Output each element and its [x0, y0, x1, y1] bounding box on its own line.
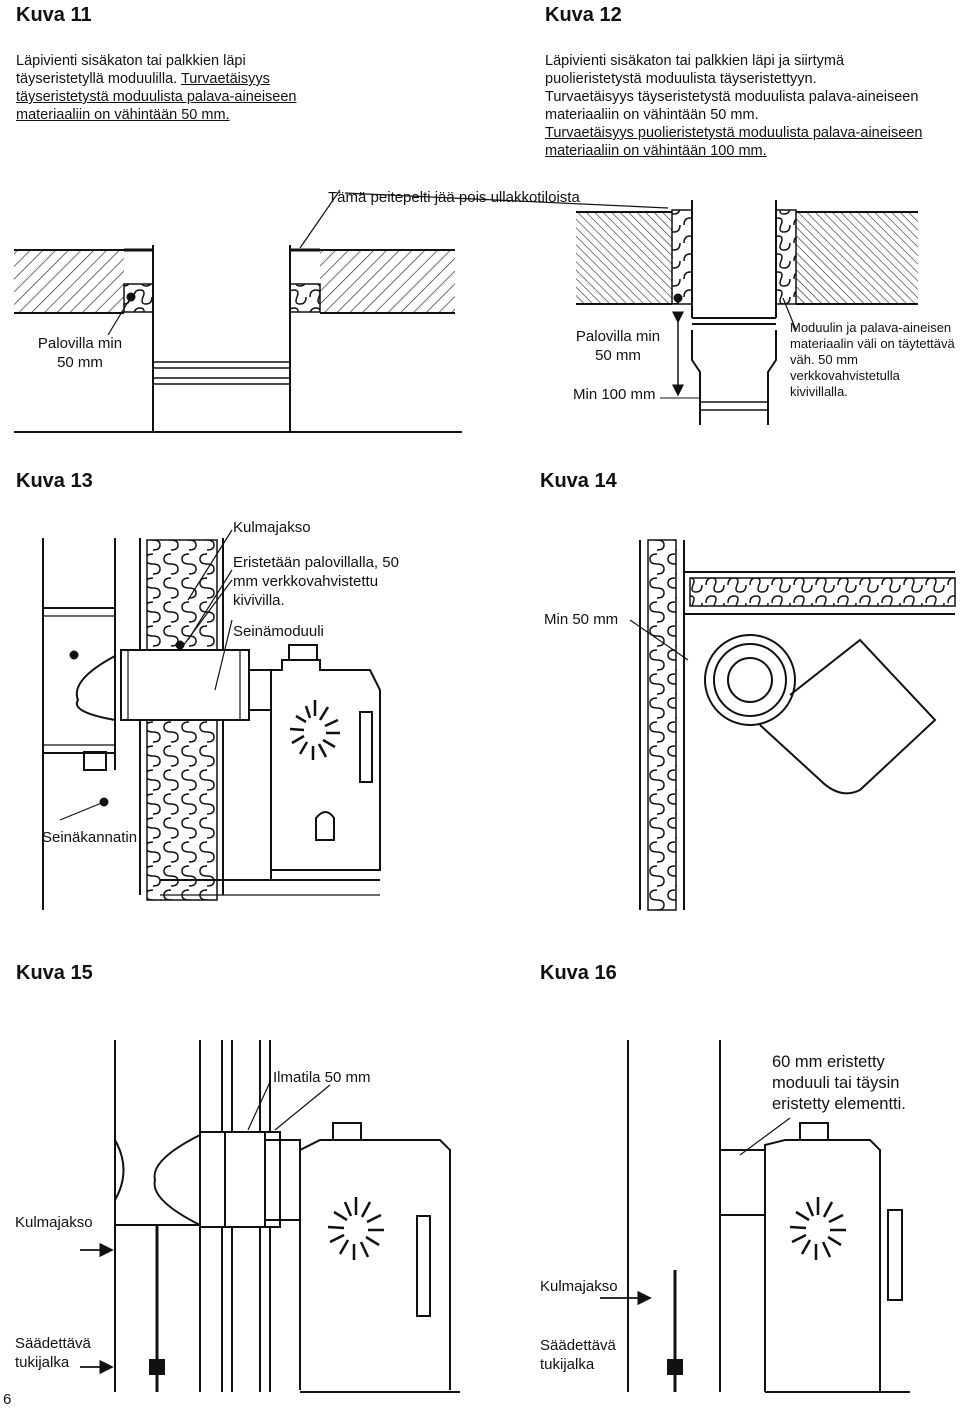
kuva13-label-seinamoduuli: Seinämoduuli — [233, 623, 324, 640]
kuva11-text1: Läpivienti sisäkaton tai palkkien läpi t… — [16, 53, 246, 87]
kuva13-label-kulmajakso: Kulmajakso — [233, 519, 311, 536]
peitepelti-note: Tämä peitepelti jää pois ullakkotiloista — [328, 189, 580, 206]
kuva16-label-kulmajakso: Kulmajakso — [540, 1278, 618, 1295]
kuva13-title: Kuva 13 — [16, 470, 93, 492]
kuva14-title: Kuva 14 — [540, 470, 617, 492]
page-number: 6 — [3, 1391, 12, 1408]
kuva12-text2: Turvaetäisyys täyseristetystä moduulista… — [545, 89, 919, 123]
kuva13-label-seinakannatin: Seinäkannatin — [42, 829, 138, 846]
kuva15-drawing — [80, 1040, 460, 1393]
kuva12-text3: Turvaetäisyys puolieristetystä moduulist… — [545, 125, 923, 159]
kuva16-label-eristetty: 60 mm eristetty moduuli tai täysin erist… — [772, 1053, 906, 1113]
kuva16-drawing — [600, 1040, 910, 1393]
kuva14-label-min50: Min 50 mm — [544, 611, 619, 628]
kuva15-label-ilmatila: Ilmatila 50 mm — [273, 1069, 371, 1086]
kuva11-text2: Turvaetäisyys täyseristetystä moduulista… — [16, 71, 297, 123]
kuva13-label-eristetaan: Eristetään palovillalla, 50 mm verkkovah… — [233, 554, 399, 609]
kuva11-label-palovilla: Palovilla min 50 mm — [37, 335, 123, 371]
kuva11-description: Läpivienti sisäkaton tai palkkien läpi t… — [16, 52, 316, 124]
kuva12-label-min100: Min 100 mm — [573, 386, 656, 403]
kuva11-drawing — [14, 189, 462, 433]
kuva11-title: Kuva 11 — [16, 4, 92, 26]
kuva12-drawing — [344, 192, 918, 425]
kuva15-title: Kuva 15 — [16, 962, 93, 984]
kuva16-title: Kuva 16 — [540, 962, 617, 984]
kuva16-label-saadettava: Säädettävä tukijalka — [540, 1337, 616, 1373]
kuva12-text1: Läpivienti sisäkaton tai palkkien läpi j… — [545, 53, 845, 87]
kuva12-label-moduulin: Moduulin ja palava-aineisen materiaalin … — [790, 320, 955, 399]
kuva15-label-kulmajakso: Kulmajakso — [15, 1214, 93, 1231]
kuva15-label-saadettava: Säädettävä tukijalka — [15, 1335, 91, 1371]
kuva12-description: Läpivienti sisäkaton tai palkkien läpi j… — [545, 52, 925, 160]
kuva14-drawing — [629, 539, 956, 911]
kuva13-drawing — [42, 529, 381, 910]
kuva12-title: Kuva 12 — [545, 4, 622, 26]
kuva12-label-palovilla: Palovilla min 50 mm — [575, 328, 661, 364]
